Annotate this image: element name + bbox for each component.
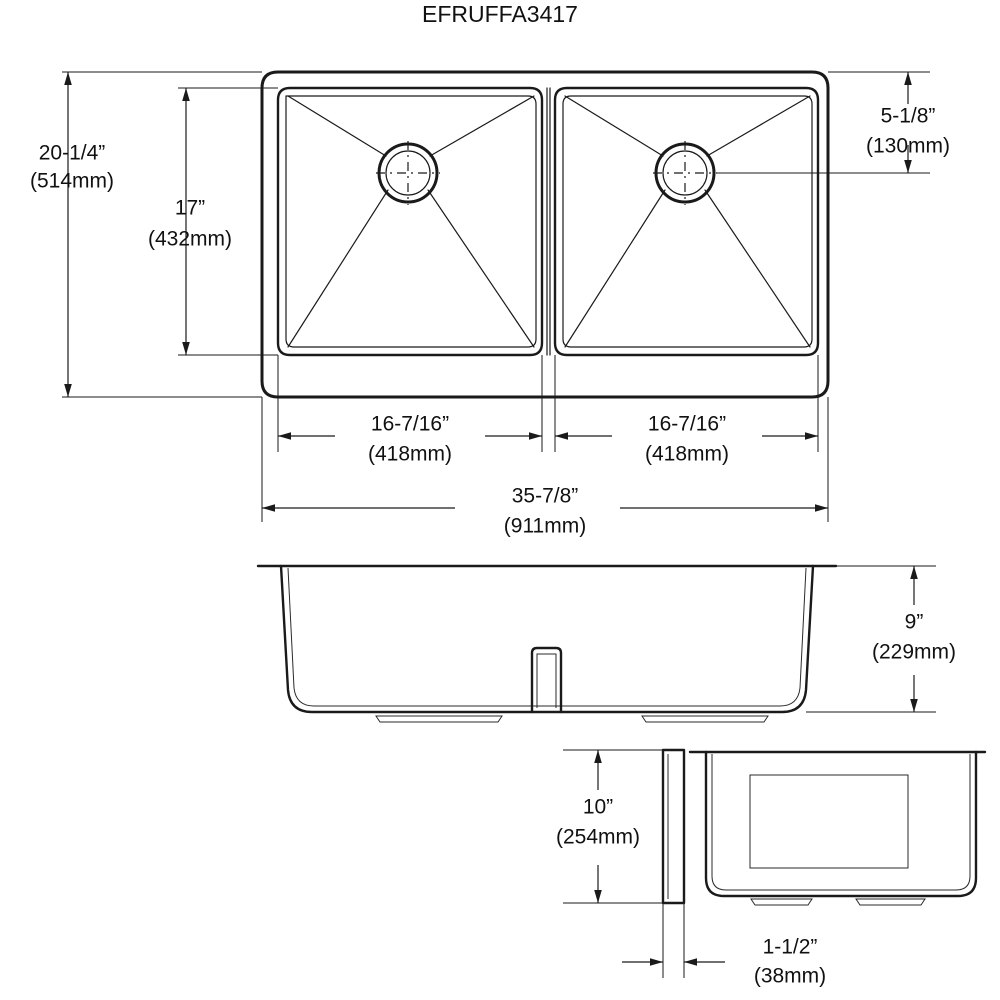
side-basin-inner-profile [711,754,971,891]
top-view [260,70,830,399]
dim-front-depth-metric: (229mm) [872,641,956,664]
left-bowl-bottom-pan [285,95,537,348]
right-bowl-slope-lines [564,95,811,348]
front-basin-inner-profile [287,567,807,707]
dim-left-bowl-width-imperial: 16-7/16” [371,413,449,436]
page-title: EFRUFFA3417 [422,1,578,27]
dim-rim-to-drain-metric: (130mm) [866,135,950,158]
dim-overall-width-imperial: 35-7/8” [512,485,579,508]
front-divider-notch [530,646,563,714]
dim-front-depth-imperial: 9” [905,611,924,634]
side-mounting-rail [661,748,686,905]
dim-bowl-height-imperial: 17” [175,197,205,220]
dimension-side-depth: 10” (254mm) [556,749,663,904]
right-bowl [553,86,820,357]
front-elevation-view [256,564,838,723]
dimension-left-bowl-width: 16-7/16” (418mm) [277,355,543,466]
dimension-rail-thickness: 1-1/2” (38mm) [622,903,826,988]
dimension-overall-width: 35-7/8” (911mm) [261,397,829,538]
dimension-bowl-height: 17” (432mm) [148,87,278,356]
dim-right-bowl-width-imperial: 16-7/16” [648,413,726,436]
side-elevation-view [661,748,987,906]
dim-rail-thickness-metric: (38mm) [754,965,826,988]
dimension-front-depth: 9” (229mm) [806,565,956,713]
dim-overall-width-metric: (911mm) [504,515,586,538]
left-bowl-slope-lines [287,95,535,348]
right-bowl-opening [553,86,820,357]
left-bowl-opening [276,86,544,357]
dim-side-depth-imperial: 10” [583,796,613,819]
front-basin-outer-profile [279,564,815,714]
side-left-foot [750,898,813,906]
dimension-overall-height: 20-1/4” (514mm) [30,71,262,398]
dim-side-depth-metric: (254mm) [556,826,640,849]
dim-bowl-height-metric: (432mm) [148,228,232,251]
dim-rail-thickness-imperial: 1-1/2” [763,936,818,959]
dim-right-bowl-width-metric: (418mm) [645,443,729,466]
side-right-foot [855,898,926,906]
side-basin-outer-profile [704,750,978,898]
front-right-foot [641,715,769,723]
dim-left-bowl-width-metric: (418mm) [368,443,452,466]
dim-rim-to-drain-imperial: 5-1/8” [881,105,936,128]
dimension-rim-to-drain: 5-1/8” (130mm) [717,71,950,174]
side-inner-recess [749,774,909,869]
bowl-divider [546,87,551,356]
dim-overall-height-metric: (514mm) [30,170,114,193]
left-bowl [276,86,544,357]
right-bowl-drain [653,141,717,205]
front-left-foot [375,715,503,723]
sink-rim-outline [260,70,830,399]
dim-overall-height-imperial: 20-1/4” [39,142,106,165]
right-bowl-bottom-pan [562,95,813,348]
dimension-right-bowl-width: 16-7/16” (418mm) [554,355,819,466]
left-bowl-drain [376,141,440,205]
